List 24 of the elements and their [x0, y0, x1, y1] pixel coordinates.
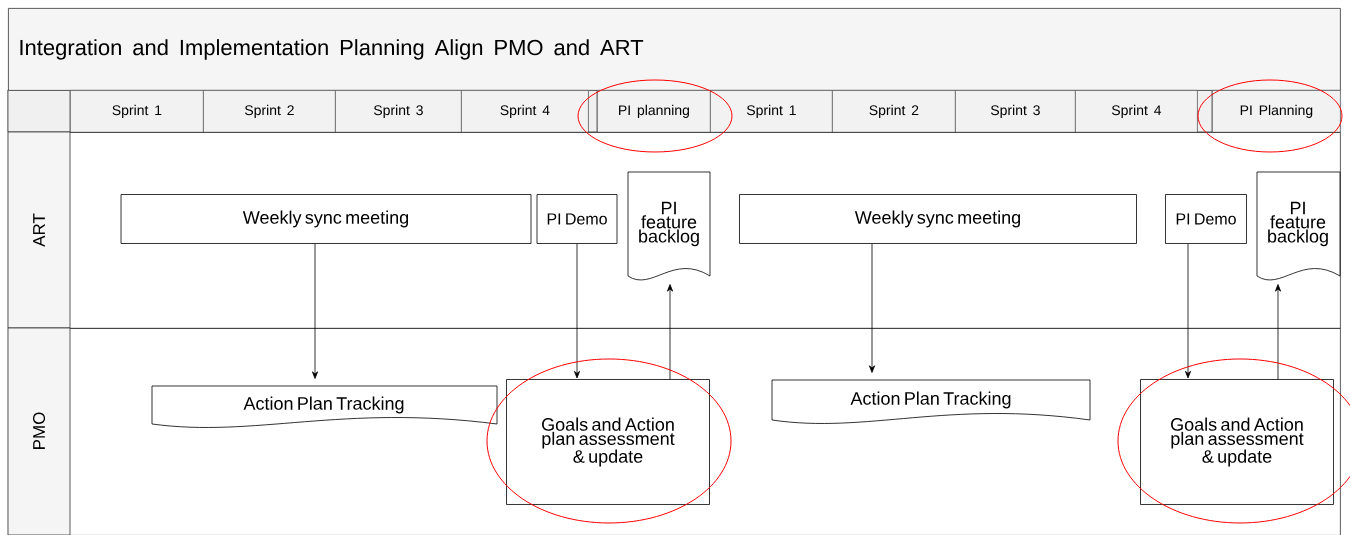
sprint-header-cell: Sprint 1 — [710, 90, 833, 133]
sprint-header-cell: Sprint 3 — [955, 90, 1076, 133]
process-box: Weekly sync meeting — [739, 194, 1137, 244]
sprint-header-cell: PI Planning — [1212, 90, 1341, 133]
arrow — [574, 243, 580, 379]
node-label: PI feature backlog — [1268, 201, 1328, 247]
title-band: Integration and Implementation Planning Align PMO and ART — [8, 8, 1341, 91]
arrow — [312, 243, 318, 379]
sprint-header-cell: Sprint 2 — [203, 90, 336, 133]
sprint-header-cell: Sprint 3 — [335, 90, 462, 133]
sprint-header-cell: Sprint 4 — [1075, 90, 1198, 133]
arrow — [1185, 243, 1191, 379]
process-box: Weekly sync meeting — [120, 194, 532, 244]
sprint-header-cell: Sprint 4 — [461, 90, 589, 133]
arrow — [869, 243, 875, 373]
sprint-header-cell: Sprint 2 — [832, 90, 956, 133]
process-box: Goals and Action plan assessment & update — [506, 379, 710, 505]
sprint-header-cell: Sprint 1 — [70, 90, 204, 133]
process-box: PI Demo — [536, 194, 618, 244]
arrow — [1275, 284, 1281, 380]
arrow — [667, 284, 673, 380]
process-box: Goals and Action plan assessment & update — [1140, 379, 1334, 505]
process-box: PI Demo — [1165, 194, 1247, 244]
sprint-header-cell: PI planning — [597, 90, 711, 133]
